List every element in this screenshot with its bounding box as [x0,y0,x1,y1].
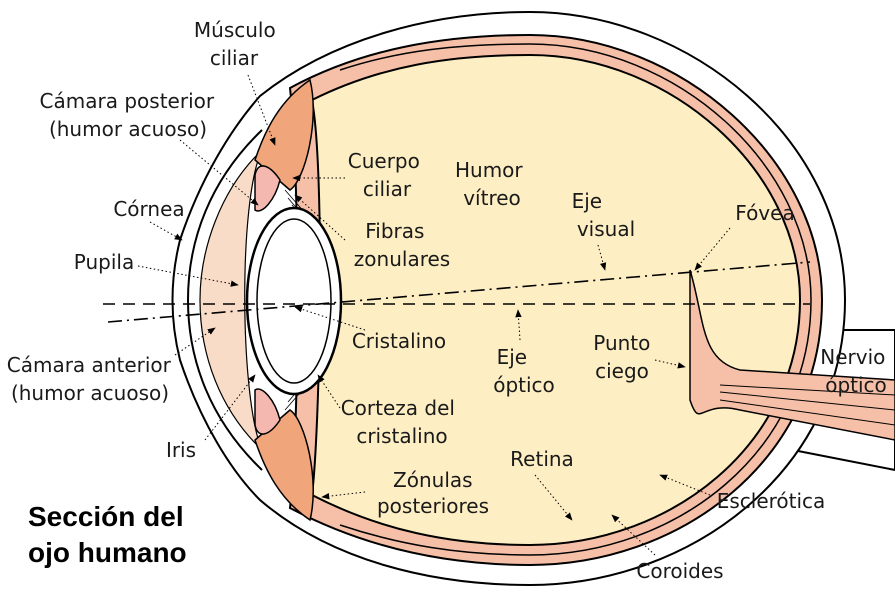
label-cuerpo-ciliar: Cuerpo ciliar [348,149,426,201]
label-zonulas-posteriores: Zónulas posteriores [377,468,489,518]
lens [256,218,332,384]
retina-inner-line [339,43,812,556]
label-camara-anterior: Cámara anterior (humor acuoso) [7,353,177,405]
cornea [186,129,263,471]
label-esclerotica: Esclerótica [717,489,826,513]
label-punto-ciego: Punto ciego [593,331,657,383]
vitreous-humor [310,53,802,547]
label-fibras-zonulares: Fibras zonulares [354,219,450,271]
label-nervio-optico: Nervio óptico [820,345,891,397]
iris-bottom [254,388,281,435]
label-camara-posterior: Cámara posterior (humor acuoso) [40,89,221,141]
label-musculo-ciliar: Músculo ciliar [194,18,282,70]
label-pupila: Pupila [74,250,134,274]
label-corteza-cristalino: Corteza del cristalino [341,396,462,448]
label-cristalino: Cristalino [352,329,446,353]
ciliary-muscle-bottom [254,409,314,522]
label-eje-visual: Eje visual [572,189,636,241]
label-cornea: Córnea [113,197,184,221]
label-eje-optico: Eje óptico [493,345,555,397]
anterior-chamber [199,149,263,451]
label-fovea: Fóvea [735,201,794,225]
iris-top [254,165,281,212]
optic-nerve-fibers [719,384,895,426]
label-coroides: Coroides [636,559,723,583]
label-retina: Retina [510,447,574,471]
label-humor-vitreo: Humor vítreo [455,158,529,210]
label-iris: Iris [166,438,196,462]
diagram-title: Sección del ojo humano [28,501,191,568]
optic-nerve [689,269,895,441]
visual-axis [107,261,811,323]
pointer-lines [137,74,731,556]
